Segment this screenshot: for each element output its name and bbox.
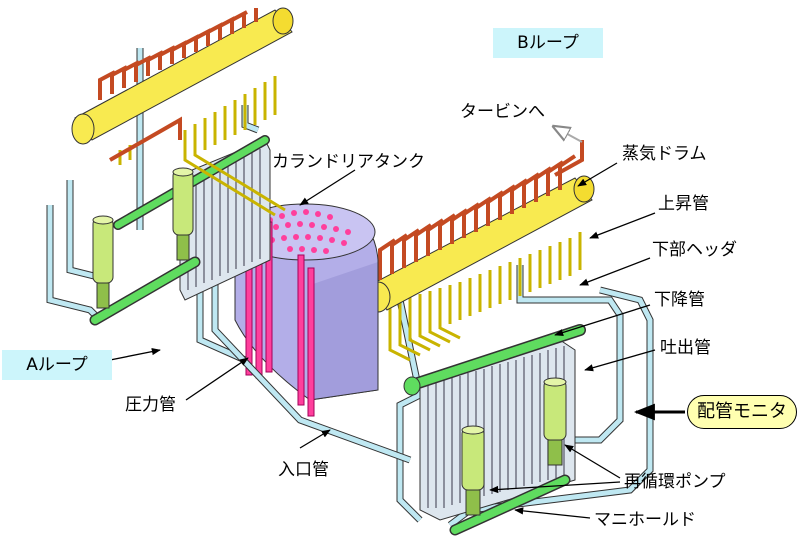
discharge-pipe-label: 吐出管 [660,338,711,358]
inlet-pipe-label: 入口管 [278,460,329,480]
b-loop-lower-header [403,324,586,396]
b-loop-steam-pipes [378,140,584,280]
recirc-pump-label: 再循環ポンプ [624,472,726,492]
calandria-tank-label: カランドリアタンク [272,152,425,172]
downcomer-label: 下降管 [654,290,705,310]
calandria-tube-holes [261,209,351,254]
leader-lines [99,162,656,519]
manifold-label: マニホールド [594,510,696,530]
pressure-tube-label: 圧力管 [125,395,176,415]
a-loop-steam-drum [71,7,294,145]
b-loop-risers [388,232,582,362]
b-loop-downcomer-bank [419,339,576,521]
to-turbine-arrow [560,130,583,143]
lower-header-label: 下部ヘッダ [652,240,737,260]
b-loop-water-pipes [396,265,654,528]
a-loop-manifold [89,256,201,326]
a-loop-recirc-pumps [92,167,194,309]
a-loop-label: Aループ [2,350,112,380]
steam-drum-label: 蒸気ドラム [622,144,707,164]
b-loop-recirc-pumps [461,377,567,516]
b-loop-label: Bループ [493,28,603,58]
pipe-monitor-label: 配管モニタ [687,395,797,429]
b-loop-manifold [449,474,571,536]
riser-label: 上昇管 [658,194,709,214]
to-turbine-label: タービンへ [460,102,545,122]
a-loop-steam-pipes [98,8,258,162]
